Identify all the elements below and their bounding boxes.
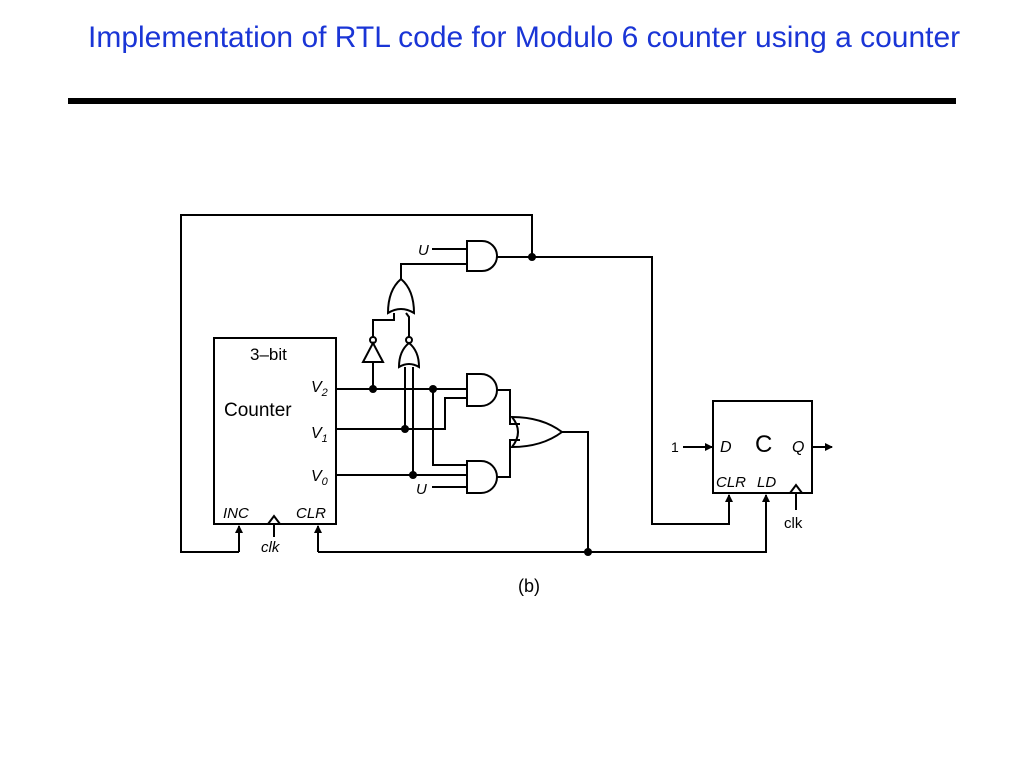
and-gate-top bbox=[466, 240, 498, 272]
counter-inc-label: INC bbox=[223, 505, 249, 522]
counter-clr-label: CLR bbox=[296, 505, 326, 522]
inverter-gate bbox=[361, 340, 385, 363]
nor-gate-bubble bbox=[405, 336, 413, 344]
flipflop-d-input-value: 1 bbox=[671, 439, 679, 455]
wire-nor-to-or bbox=[405, 312, 410, 337]
flipflop-name-label: C bbox=[755, 431, 772, 458]
wire-or-out bbox=[562, 431, 589, 552]
junction-dot bbox=[429, 385, 437, 393]
counter-output-v2: V2 bbox=[311, 379, 328, 399]
junction-dot bbox=[369, 385, 377, 393]
figure-caption: (b) bbox=[518, 576, 540, 596]
nor-gate bbox=[397, 341, 421, 369]
wire-and-bot-out bbox=[497, 439, 520, 478]
flipflop-q-label: Q bbox=[792, 439, 804, 456]
junction-dot bbox=[401, 425, 409, 433]
junction-dot bbox=[584, 548, 592, 556]
wire-v2-branch bbox=[432, 389, 467, 466]
and-gate-bottom bbox=[466, 460, 498, 494]
inverter-bubble bbox=[369, 336, 377, 344]
counter-output-v1: V1 bbox=[311, 425, 328, 445]
signal-u-top: U bbox=[418, 242, 429, 259]
wire-feedback-to-inc bbox=[180, 214, 533, 553]
counter-clk-label: clk bbox=[261, 539, 281, 556]
flipflop-clock-triangle bbox=[789, 483, 803, 494]
counter-bits-label: 3–bit bbox=[250, 345, 287, 364]
wire-and-top-out bbox=[497, 256, 730, 525]
wire-inv-to-or bbox=[372, 313, 395, 337]
flipflop-ld-label: LD bbox=[757, 474, 776, 491]
flipflop-clk-label: clk bbox=[784, 515, 803, 532]
and-gate-middle bbox=[466, 373, 498, 407]
wire-and-mid-out bbox=[497, 389, 520, 425]
title-divider bbox=[68, 98, 956, 104]
junction-dot bbox=[528, 253, 536, 261]
counter-clock-triangle bbox=[267, 514, 281, 525]
signal-u-bottom: U bbox=[416, 481, 427, 498]
junction-dot bbox=[409, 471, 417, 479]
or-gate-upper bbox=[386, 277, 416, 315]
counter-name-label: Counter bbox=[224, 400, 292, 421]
counter-output-v0: V0 bbox=[311, 468, 329, 488]
slide-title: Implementation of RTL code for Modulo 6 … bbox=[88, 21, 961, 54]
or-gate-right bbox=[509, 415, 564, 449]
wire-v1-branch bbox=[405, 397, 467, 430]
flipflop-clr-label: CLR bbox=[716, 474, 746, 491]
flipflop-d-label: D bbox=[720, 439, 732, 456]
wire-or-to-and bbox=[400, 263, 467, 279]
